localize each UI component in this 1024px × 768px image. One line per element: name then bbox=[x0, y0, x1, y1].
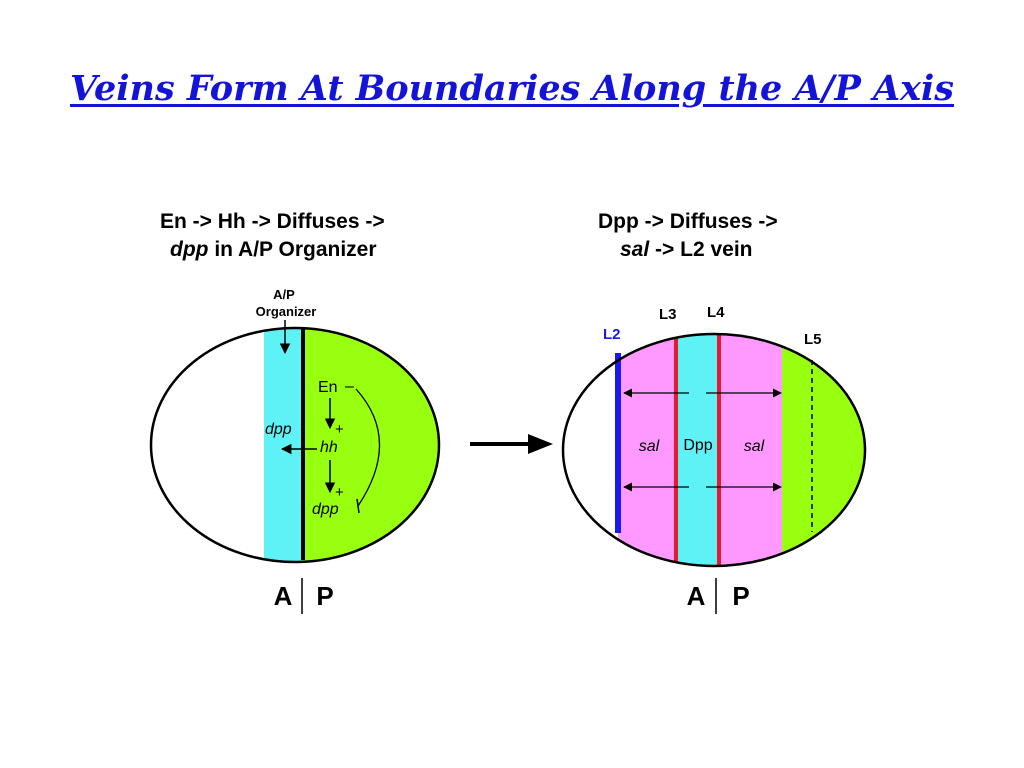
transition-arrow-head bbox=[528, 434, 553, 454]
plus-sign-2: + bbox=[335, 484, 344, 501]
right-caption: Dpp -> Diffuses -> sal -> L2 vein bbox=[598, 208, 778, 264]
left-wing bbox=[149, 326, 441, 564]
right-dpp-stripe bbox=[676, 334, 719, 566]
vein-label-l5: L5 bbox=[804, 331, 822, 348]
en-repression-arc bbox=[355, 388, 381, 507]
left-anterior-stripe bbox=[264, 328, 303, 562]
right-sal-posterior bbox=[719, 334, 782, 566]
right-sal-anterior bbox=[618, 334, 676, 566]
left-caption-rest: in A/P Organizer bbox=[208, 238, 377, 261]
vein-label-l3: L3 bbox=[659, 306, 677, 323]
organizer-label-1: A/P bbox=[273, 287, 295, 302]
left-axis-a: A bbox=[274, 581, 293, 611]
slide-title: Veins Form At Boundaries Along the A/P A… bbox=[70, 68, 954, 109]
left-caption-dpp: dpp bbox=[170, 238, 209, 261]
right-axis-p: P bbox=[732, 581, 749, 611]
gene-dpp-stripe: dpp bbox=[265, 421, 292, 438]
left-axis-p: P bbox=[316, 581, 333, 611]
repression-bar bbox=[356, 498, 360, 514]
gene-en: En bbox=[318, 379, 338, 396]
plus-sign-1: + bbox=[335, 421, 344, 438]
right-caption-sal: sal bbox=[620, 238, 650, 261]
right-axis-a: A bbox=[687, 581, 706, 611]
gene-hh: hh bbox=[320, 439, 338, 456]
left-wing-outline bbox=[149, 326, 441, 564]
vein-label-l2: L2 bbox=[603, 326, 621, 343]
right-wing-outline bbox=[561, 332, 867, 568]
organizer-label-2: Organizer bbox=[256, 304, 317, 319]
left-caption-line2: dpp in A/P Organizer bbox=[160, 236, 385, 264]
right-posterior-region bbox=[782, 334, 865, 566]
left-caption-line1: En -> Hh -> Diffuses -> bbox=[160, 210, 385, 233]
right-wing bbox=[561, 332, 867, 568]
gene-en-repress-sign: – bbox=[345, 378, 354, 395]
sal-right-label: sal bbox=[744, 438, 765, 455]
right-caption-line2: sal -> L2 vein bbox=[598, 236, 778, 264]
dpp-center-label: Dpp bbox=[683, 437, 712, 454]
right-caption-line1: Dpp -> Diffuses -> bbox=[598, 210, 778, 233]
gene-dpp-lower: dpp bbox=[312, 501, 339, 518]
sal-left-label: sal bbox=[639, 438, 660, 455]
vein-label-l4: L4 bbox=[707, 304, 725, 321]
left-caption: En -> Hh -> Diffuses -> dpp in A/P Organ… bbox=[160, 208, 385, 264]
right-caption-rest: -> L2 vein bbox=[649, 238, 753, 261]
